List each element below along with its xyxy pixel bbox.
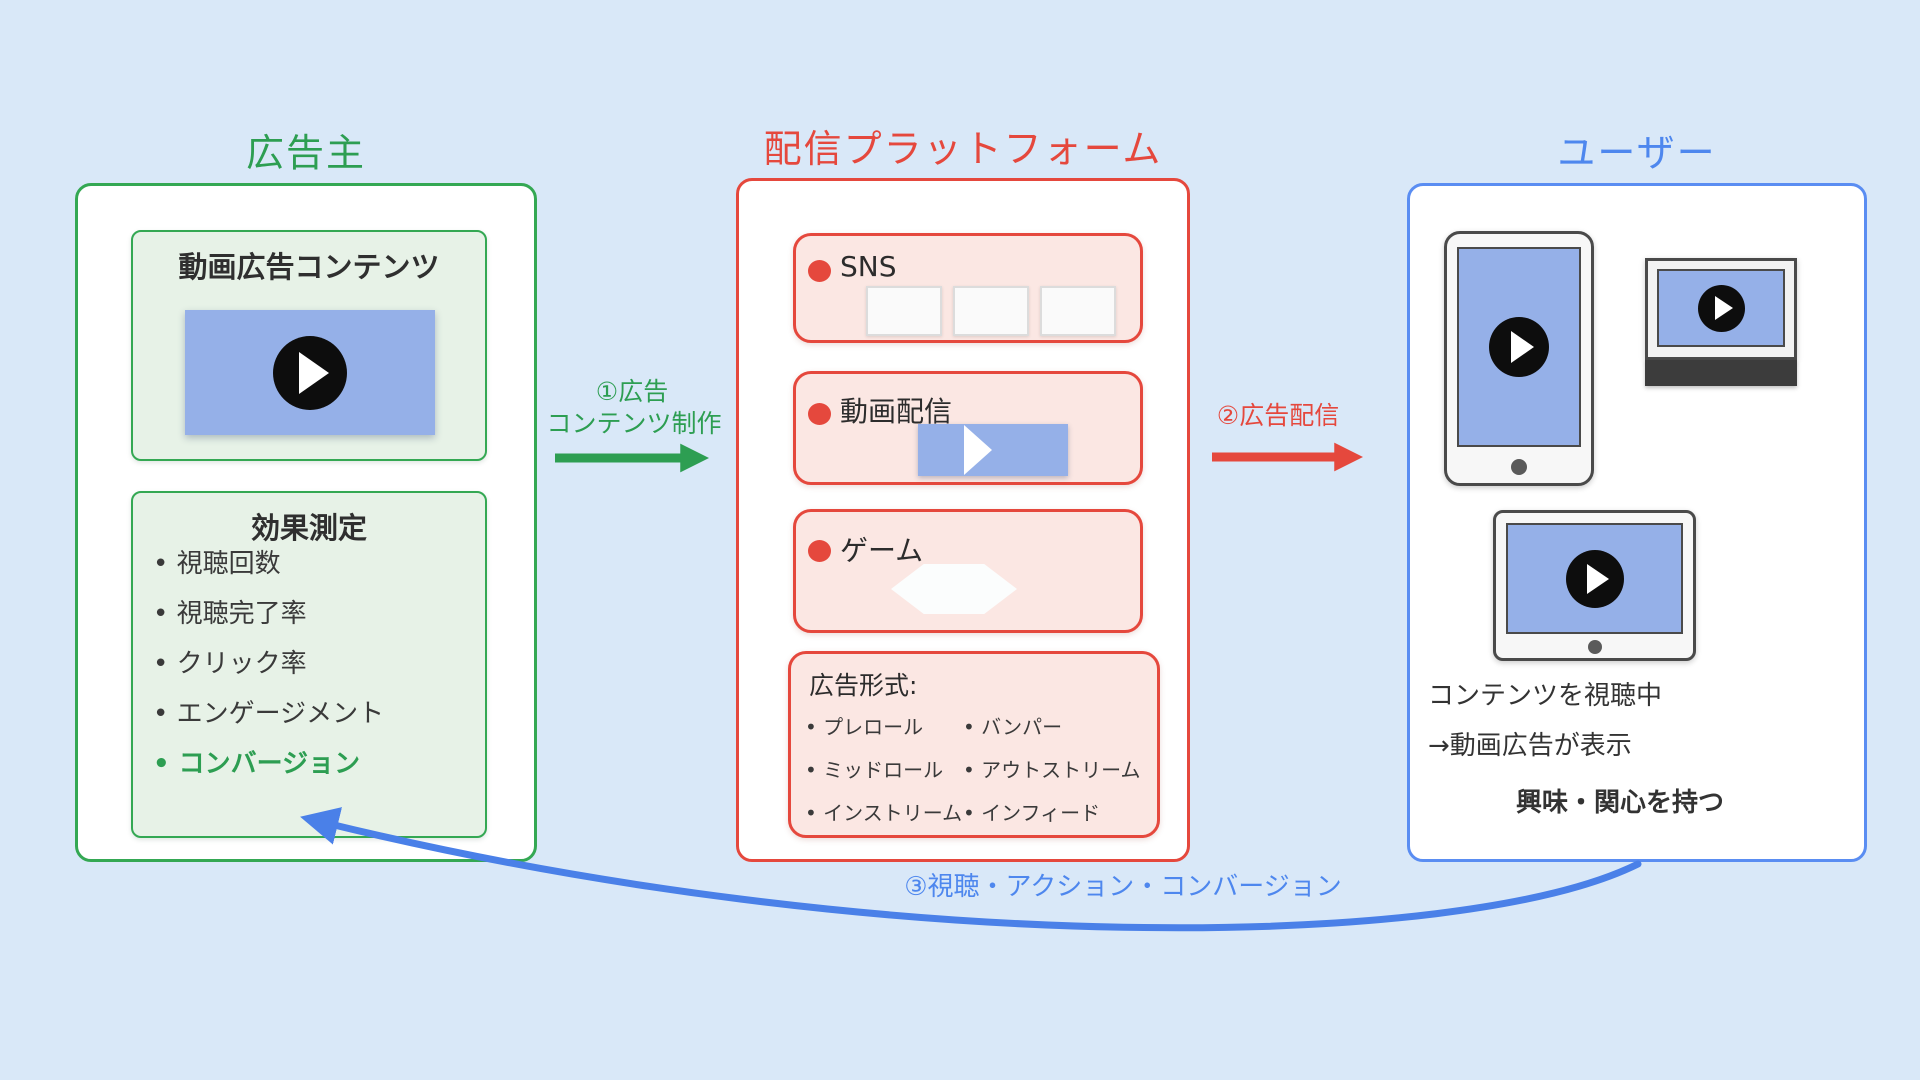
smartphone-device — [1444, 231, 1594, 486]
red-dot-icon — [808, 260, 831, 282]
play-icon — [1489, 317, 1549, 377]
home-button-icon — [1511, 459, 1527, 475]
ad-formats-column-1: プレロール ミッドロール インストリーム — [805, 706, 963, 835]
user-caption-line1: コンテンツを視聴中 — [1428, 681, 1663, 711]
play-triangle-icon — [1714, 296, 1733, 320]
tablet-screen — [1506, 523, 1683, 634]
sns-channel-label: SNS — [840, 250, 897, 283]
game-channel-card: ゲーム — [793, 509, 1143, 633]
smartphone-screen — [1457, 247, 1581, 447]
ad-formats-card: 広告形式: プレロール ミッドロール インストリーム バンパー アウトストリーム… — [788, 651, 1160, 838]
game-hexagon-icon — [891, 564, 1017, 614]
red-dot-icon — [808, 540, 831, 562]
step1-label-line2: コンテンツ制作 — [546, 409, 722, 438]
tv-screen — [1657, 269, 1785, 347]
ad-format-item: アウトストリーム — [963, 749, 1140, 792]
user-caption-line2: →動画広告が表示 — [1428, 731, 1632, 761]
metrics-list-item-conversion: コンバージョン — [153, 739, 384, 789]
video-ad-player — [185, 310, 435, 435]
play-icon — [1565, 549, 1624, 608]
game-channel-label: ゲーム — [840, 534, 924, 567]
play-icon — [273, 335, 347, 410]
step1-label-line1: ①広告 — [595, 377, 669, 406]
play-triangle-icon — [299, 351, 329, 394]
video-streaming-channel-card: 動画配信 — [793, 371, 1143, 485]
video-strip — [918, 424, 1068, 476]
sns-post-thumbnail — [953, 286, 1029, 336]
advertiser-section-title: 広告主 — [245, 131, 367, 175]
tv-device — [1645, 258, 1797, 360]
play-triangle-icon — [1587, 563, 1609, 594]
user-panel: コンテンツを視聴中 →動画広告が表示 興味・関心を持つ — [1407, 183, 1867, 862]
play-triangle-icon — [1511, 331, 1534, 363]
ad-format-item: プレロール — [805, 706, 963, 749]
tablet-device — [1493, 510, 1696, 661]
metrics-list: 視聴回数 視聴完了率 クリック率 エンゲージメント コンバージョン — [153, 539, 384, 789]
tv-stand-base — [1645, 360, 1797, 386]
play-triangle-icon — [964, 425, 992, 475]
metrics-list-item: 視聴回数 — [153, 539, 384, 589]
advertiser-panel: 動画広告コンテンツ 効果測定 視聴回数 視聴完了率 クリック率 エンゲージメント… — [75, 183, 537, 862]
play-icon — [1697, 284, 1745, 332]
video-ad-content-title: 動画広告コンテンツ — [178, 250, 440, 284]
platform-section-title: 配信プラットフォーム — [763, 127, 1163, 171]
sns-post-thumbnail — [866, 286, 942, 336]
ad-formats-list: プレロール ミッドロール インストリーム バンパー アウトストリーム インフィー… — [805, 706, 1141, 835]
platform-panel: SNS 動画配信 ゲーム 広告形式: プレロール ミッドロール — [736, 178, 1190, 862]
ad-format-item: バンパー — [963, 706, 1141, 749]
step2-label: ②広告配信 — [1216, 401, 1340, 430]
metrics-list-item: クリック率 — [153, 639, 384, 689]
home-button-icon — [1587, 640, 1602, 654]
ad-formats-column-2: バンパー アウトストリーム インフィード — [963, 706, 1141, 835]
metrics-box: 効果測定 視聴回数 視聴完了率 クリック率 エンゲージメント コンバージョン — [131, 491, 487, 838]
ad-format-item: ミッドロール — [805, 749, 963, 792]
ad-format-item: インフィード — [963, 792, 1141, 835]
user-section-title: ユーザー — [1557, 131, 1717, 175]
sns-channel-card: SNS — [793, 233, 1143, 343]
video-streaming-channel-label: 動画配信 — [840, 395, 953, 428]
metrics-list-item: 視聴完了率 — [153, 589, 384, 639]
user-interest-highlight: 興味・関心を持つ — [1515, 788, 1724, 818]
red-dot-icon — [808, 403, 831, 425]
ad-format-item: インストリーム — [805, 792, 963, 835]
step3-label: ③視聴・アクション・コンバージョン — [904, 872, 1342, 902]
ad-formats-title: 広告形式: — [809, 671, 918, 700]
video-ad-content-box: 動画広告コンテンツ — [131, 230, 487, 461]
sns-post-thumbnail — [1040, 286, 1116, 336]
metrics-list-item: エンゲージメント — [153, 689, 384, 739]
